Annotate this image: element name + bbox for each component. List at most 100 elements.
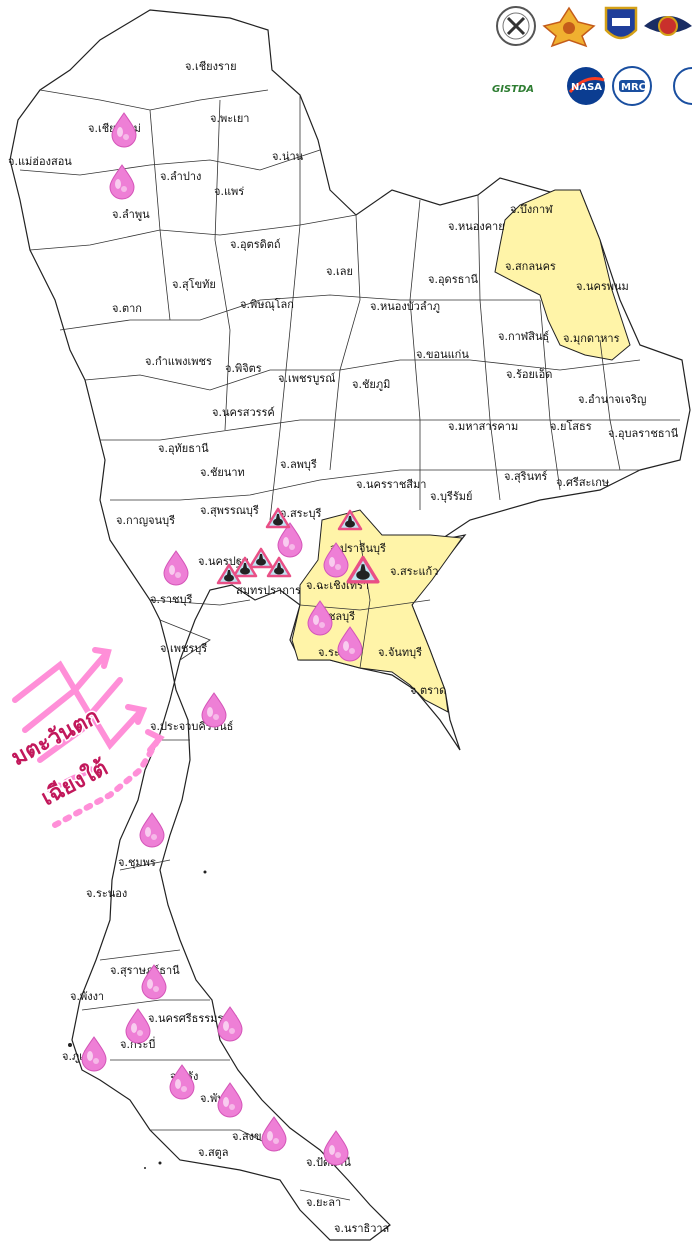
rain-drop-markers xyxy=(81,112,363,1166)
province-label: จ.ลำพูน xyxy=(112,208,150,221)
province-label: จ.สตูล xyxy=(198,1146,229,1159)
monsoon-arrow-3 xyxy=(37,709,143,763)
highlight-northeast xyxy=(494,189,631,361)
rain-drop-icon xyxy=(261,1116,287,1152)
province-label: จ.สุรินทร์ xyxy=(504,470,547,483)
province-label: จ.ลำปาง xyxy=(160,170,201,183)
warning-triangle-icon xyxy=(346,555,380,584)
warning-triangle-icon xyxy=(216,563,242,585)
province-label: จ.ยะลา xyxy=(306,1196,341,1209)
warning-triangle-icon xyxy=(266,556,292,578)
shield-logo xyxy=(604,6,638,40)
province-label: จ.มุกดาหาร xyxy=(563,332,620,345)
monsoon-arrowhead-2 xyxy=(125,704,148,725)
province-label: จ.จันทบุรี xyxy=(378,646,422,659)
province-label: จ.นครปฐม xyxy=(198,555,249,568)
rain-drop-icon xyxy=(163,550,189,586)
partial-logo xyxy=(673,67,692,105)
province-label: จ.นครราชสีมา xyxy=(356,478,426,491)
rain-drop-icon xyxy=(109,164,135,200)
province-label: จ.มหาสารคาม xyxy=(448,420,518,433)
nasa-logo: NASA xyxy=(567,67,605,105)
nasa-logo-text: NASA xyxy=(571,82,602,93)
rain-drop-icon xyxy=(307,600,333,636)
province-label: จ.ขอนแก่น xyxy=(416,348,469,361)
province-labels: จ.เชียงรายจ.เชียงใหม่จ.พะเยาจ.แม่ฮ่องสอน… xyxy=(8,60,679,1235)
gistda-logo-text: GISTDA xyxy=(492,84,534,95)
warning-triangle-icon xyxy=(248,547,274,569)
monsoon-arrow-4 xyxy=(47,762,103,793)
rain-drop-icon xyxy=(169,1064,195,1100)
monsoon-arrowhead-1 xyxy=(92,647,112,669)
province-label: จ.สกลนคร xyxy=(505,260,556,273)
monsoon-arrowhead-3 xyxy=(145,729,165,753)
province-label: จ.ปราจีนบุรี xyxy=(330,542,386,555)
province-label: จ.ชุมพร xyxy=(118,856,156,869)
province-label: จ.อำนาจเจริญ xyxy=(578,393,646,406)
wing-logo xyxy=(644,16,692,36)
monsoon-label: มตะวันตก เฉียงใต้ xyxy=(6,703,114,813)
monsoon-arrow-2 xyxy=(22,677,123,733)
province-label: จ.อุบลราชธานี xyxy=(608,427,679,440)
province-label: จ.บึงกาฬ xyxy=(510,203,553,216)
rain-drop-icon xyxy=(217,1082,243,1118)
rain-drop-icon xyxy=(81,1036,107,1072)
province-label: จ.กาญจนบุรี xyxy=(116,514,175,527)
rain-drop-icon xyxy=(217,1006,243,1042)
province-borders xyxy=(19,89,680,1201)
province-label: จ.หนองบัวลำภู xyxy=(370,300,440,313)
province-label: จ.ราชบุรี xyxy=(150,593,192,606)
mrc-logo-text: MRC xyxy=(621,82,646,93)
rain-drop-icon xyxy=(337,626,363,662)
province-label: จ.ร้อยเอ็ด xyxy=(506,367,552,381)
province-label: จ.ตาก xyxy=(112,302,142,315)
rain-drop-icon xyxy=(277,522,303,558)
province-label: จ.ระนอง xyxy=(86,887,127,900)
province-label: จ.บุรีรัมย์ xyxy=(430,490,472,503)
province-label: จ.ลพบุรี xyxy=(280,458,317,471)
province-label: จ.อุทัยธานี xyxy=(158,442,209,455)
province-label: จ.พะเยา xyxy=(210,112,249,125)
province-label: จ.เชียงราย xyxy=(185,60,237,73)
province-label: จ.สุราษฎร์ธานี xyxy=(110,964,180,977)
province-label: จ.อุดรธานี xyxy=(428,273,478,286)
rain-drop-icon xyxy=(323,1130,349,1166)
province-label: จ.เพชรบุรี xyxy=(160,642,207,655)
rain-drop-icon xyxy=(141,964,167,1000)
province-label: จ.พิจิตร xyxy=(225,362,262,375)
province-label: จ.สระบุรี xyxy=(280,507,321,520)
province-label: จ.อุตรดิตถ์ xyxy=(230,238,281,251)
monsoon-arrow-5 xyxy=(52,737,161,828)
warning-triangle-icon xyxy=(232,556,258,578)
province-label: จ.สุพรรณบุรี xyxy=(200,504,259,517)
gistda-logo: GISTDA xyxy=(492,84,534,95)
province-label: จ.ชัยภูมิ xyxy=(352,378,390,391)
monsoon-arrow-1 xyxy=(12,652,108,703)
rain-drop-icon xyxy=(111,112,137,148)
province-label: จ.พิษณุโลก xyxy=(240,297,294,311)
province-label: จ.ศรีสะเกษ xyxy=(556,476,609,489)
province-label: จ.สุโขทัย xyxy=(172,277,216,291)
province-label: จ.สระแก้ว xyxy=(390,565,438,578)
province-label: จ.นราธิวาส xyxy=(334,1222,390,1235)
monsoon-arrows xyxy=(12,647,165,828)
province-label: จ.หนองคาย xyxy=(448,220,505,233)
warning-triangle-icon xyxy=(265,507,291,529)
rain-drop-icon xyxy=(201,692,227,728)
province-label: จ.นครพนม xyxy=(576,280,629,293)
rain-drop-icon xyxy=(323,542,349,578)
province-label: จ.แม่ฮ่องสอน xyxy=(8,155,72,168)
province-label: จ.เลย xyxy=(326,265,353,278)
province-label: จ.ชัยนาท xyxy=(200,466,245,479)
province-label: จ.กาฬสินธุ์ xyxy=(498,330,549,343)
thai-emblem-logo xyxy=(542,6,596,48)
mrc-logo: MRC xyxy=(612,66,652,106)
gear-seal-logo xyxy=(496,6,536,46)
warning-triangle-icon xyxy=(337,509,363,531)
province-label: จ.น่าน xyxy=(272,150,304,163)
rain-drop-icon xyxy=(125,1008,151,1044)
province-label: จ.พังงา xyxy=(70,990,104,1003)
province-label: จ.กำแพงเพชร xyxy=(145,355,212,368)
rain-drop-icon xyxy=(139,812,165,848)
